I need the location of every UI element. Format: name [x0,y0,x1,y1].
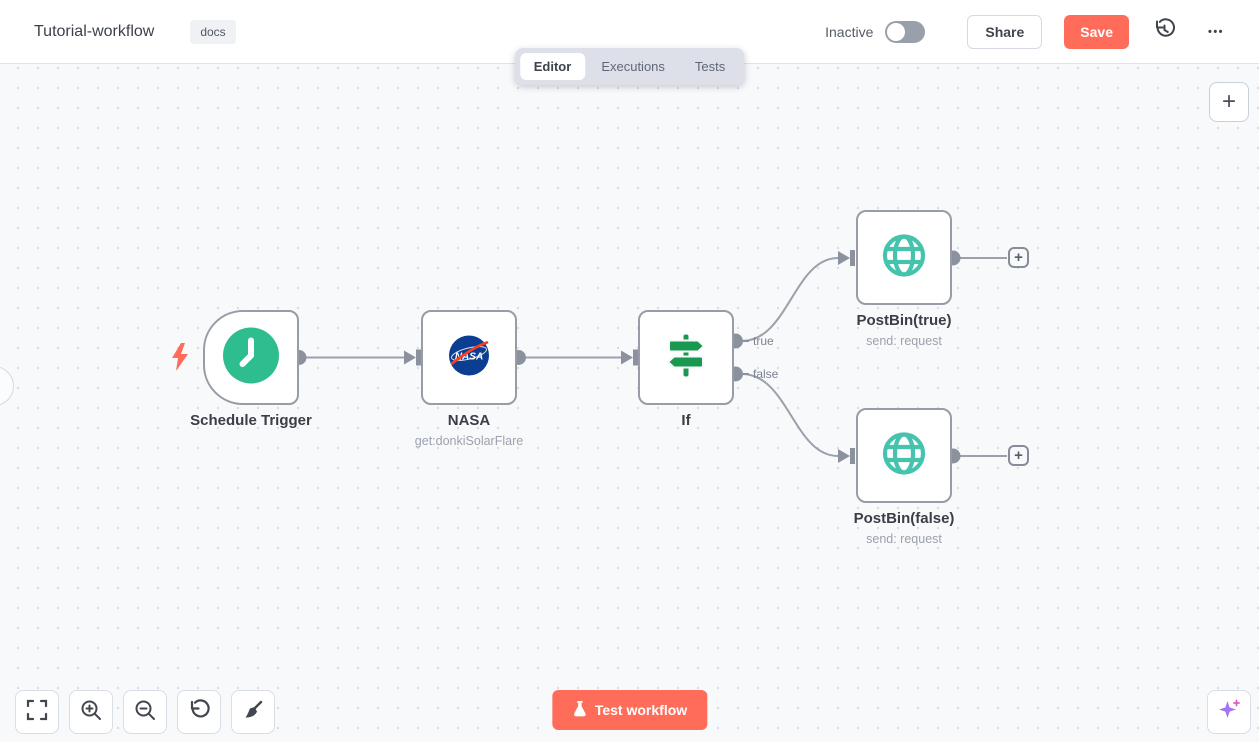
zoom-out-button[interactable] [123,690,167,734]
if-output-true-label: true [753,334,774,348]
save-button[interactable]: Save [1064,14,1129,49]
broom-icon [241,698,265,727]
workflow-tag-docs[interactable]: docs [190,19,236,44]
if-input-arrow-icon [621,350,633,365]
activation-status-label: Inactive [825,23,874,40]
svg-text:NASA: NASA [455,351,483,362]
more-options-button[interactable]: ••• [1199,15,1233,49]
node-subtitle: send: request [866,532,942,546]
tab-executions[interactable]: Executions [601,59,665,74]
node-label: NASA [447,412,491,429]
postbin-true-input-arrow-icon [838,251,850,265]
clock-icon [223,327,279,388]
nasa-logo-icon: NASA [447,333,491,382]
zoom-out-icon [133,698,157,727]
sparkle-icon [1216,697,1242,728]
globe-icon [880,429,928,482]
node-schedule-trigger[interactable]: Schedule Trigger [190,310,312,429]
signpost-icon [659,328,713,387]
tab-editor[interactable]: Editor [519,53,586,80]
workflow-canvas[interactable] [0,64,1259,742]
workflow-history-button[interactable] [1147,15,1181,49]
test-workflow-button[interactable]: Test workflow [551,690,708,730]
postbin-false-input-arrow-icon [838,449,850,463]
node-label: Schedule Trigger [190,412,312,429]
flask-icon [572,700,587,720]
node-label: PostBin(true) [856,312,952,329]
add-node-button[interactable]: + [1209,82,1249,122]
share-button[interactable]: Share [967,14,1043,49]
history-icon [1153,18,1175,45]
fit-view-icon [25,698,49,727]
trigger-bolt-icon [170,342,190,377]
nasa-input-arrow-icon [404,350,416,365]
tab-tests[interactable]: Tests [694,59,726,74]
if-input-port[interactable] [633,349,638,366]
toggle-knob [887,22,906,41]
edge-if-false-to-postbin-false[interactable] [741,373,839,457]
nasa-input-port[interactable] [416,349,421,366]
workflow-title[interactable]: Tutorial-workflow [34,22,155,40]
globe-icon [880,231,928,284]
ai-assistant-button[interactable] [1207,690,1251,734]
node-postbin-true[interactable]: PostBin(true) send: request [856,210,952,348]
if-output-false-label: false [753,367,779,381]
add-node-after-postbin-true-button[interactable]: + [1008,247,1029,268]
postbin-true-input-port[interactable] [850,250,855,266]
zoom-in-button[interactable] [69,690,113,734]
zoom-in-icon [79,698,103,727]
node-postbin-false[interactable]: PostBin(false) send: request [854,408,954,546]
test-workflow-label: Test workflow [594,702,688,718]
node-label: PostBin(false) [853,510,955,527]
node-if[interactable]: If [638,310,734,429]
node-subtitle: get:donkiSolarFlare [414,434,524,448]
view-tabs: Editor Executions Tests [514,48,745,85]
node-nasa[interactable]: NASA NASA get:donkiSolarFlare [415,310,523,448]
canvas-controls [15,690,275,734]
reset-zoom-button[interactable] [177,690,221,734]
fit-view-button[interactable] [15,690,59,734]
edge-if-true-to-postbin-true[interactable] [741,257,839,342]
more-options-icon: ••• [1207,25,1225,38]
tidy-up-button[interactable] [231,690,275,734]
postbin-false-input-port[interactable] [850,448,855,464]
node-subtitle: send: request [866,334,942,348]
reset-zoom-icon [187,698,211,727]
add-node-after-postbin-false-button[interactable]: + [1008,445,1029,466]
activation-toggle[interactable] [885,20,926,43]
node-label: If [681,412,691,429]
